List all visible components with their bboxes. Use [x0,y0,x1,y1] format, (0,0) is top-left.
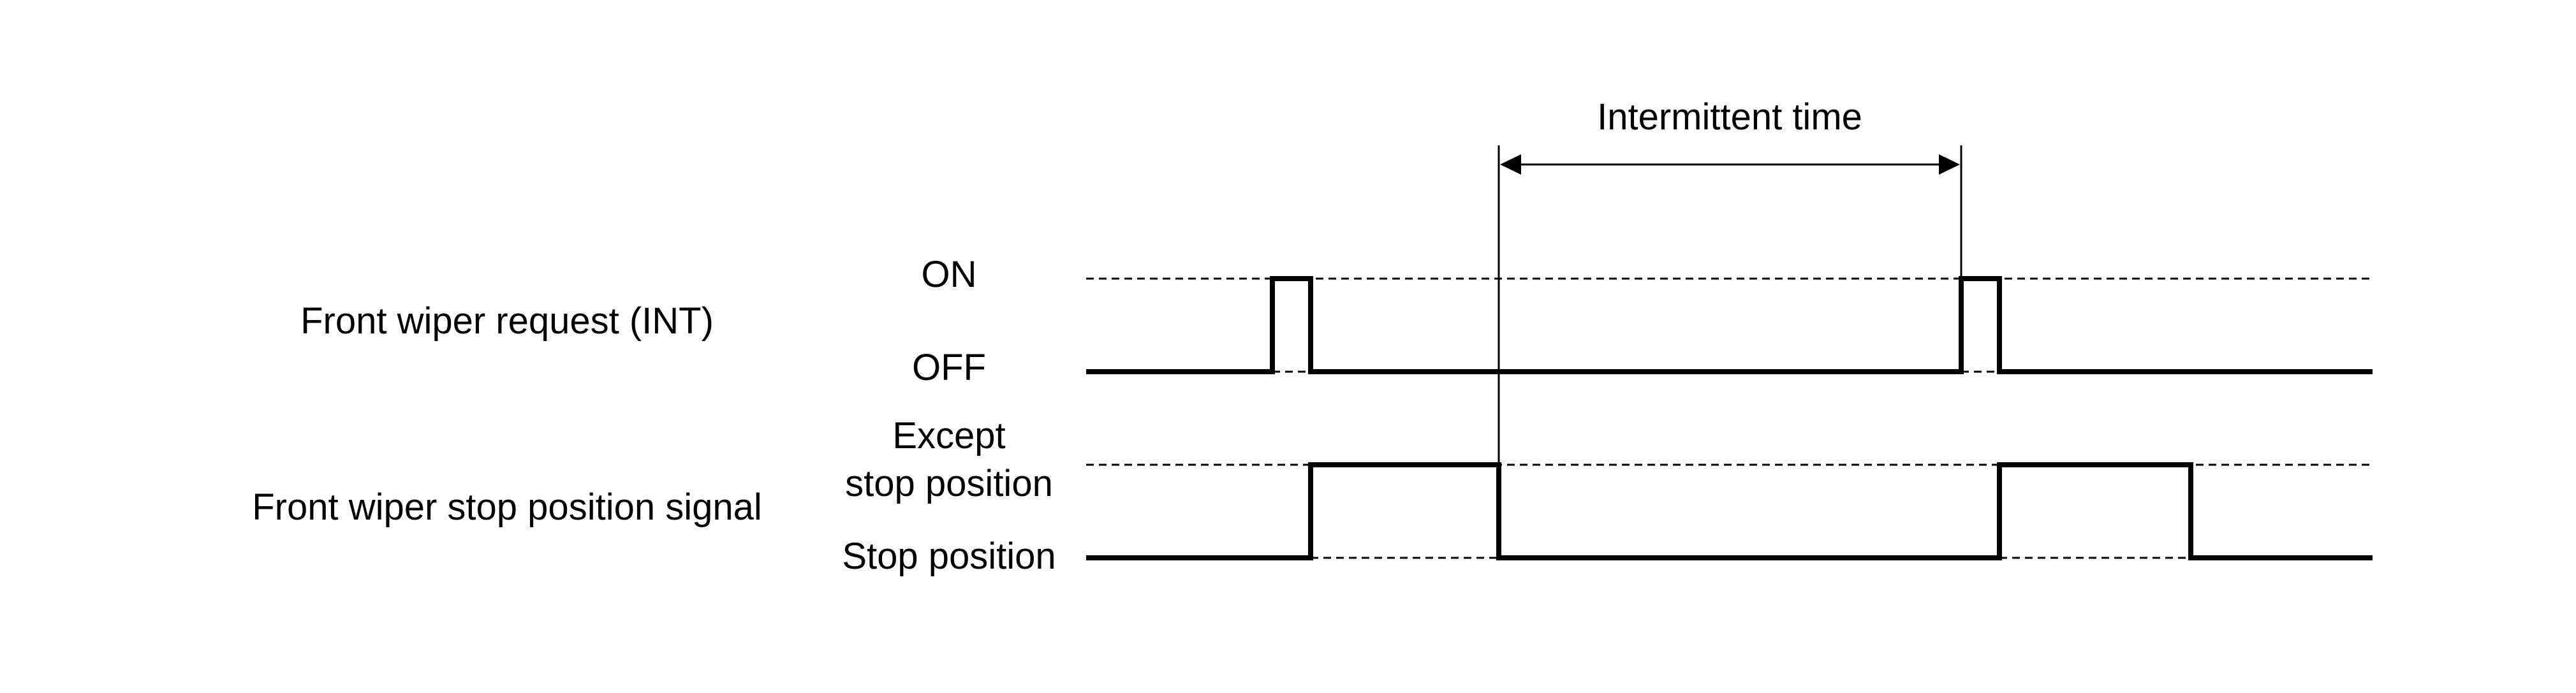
waveform-stop-position [1086,462,2373,560]
signal-label-stop-position: Front wiper stop position signal [252,486,762,528]
level-label-on: ON [922,254,977,295]
level-label-off: OFF [912,347,986,388]
waveform-wiper-request [1086,276,2373,374]
level-label-except: Except [892,415,1005,456]
level-label-except-stop-position: stop position [845,463,1053,504]
signal-label-wiper-request: Front wiper request (INT) [300,300,714,342]
intermittent-time-arrow-right [1939,154,1960,175]
intermittent-time-label: Intermittent time [1597,96,1862,138]
intermittent-time-arrow-left [1500,154,1521,175]
level-label-stop-position: Stop position [842,536,1056,577]
